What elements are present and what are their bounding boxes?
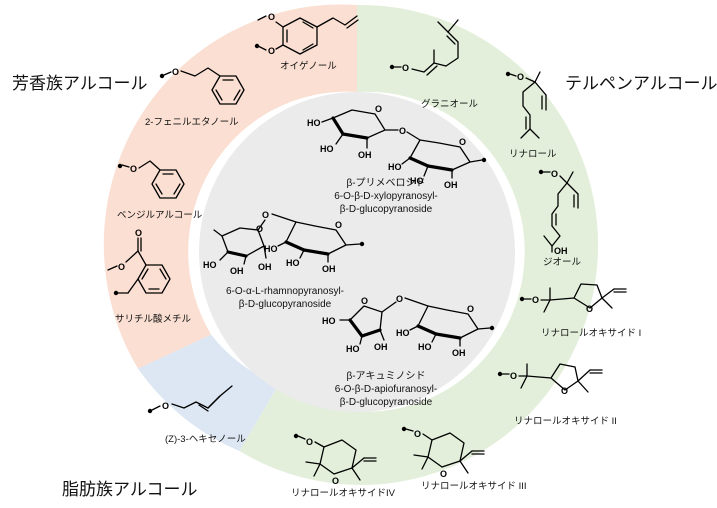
svg-text:OH: OH: [444, 180, 458, 190]
svg-text:O: O: [361, 296, 368, 306]
aliphatic-category-label: 脂肪族アルコール: [62, 480, 198, 499]
linalool-oxide-3-label: リナロールオキサイド III: [421, 481, 527, 492]
center-disc: [199, 92, 515, 412]
phenylethanol-label: 2-フェニルエタノール: [145, 117, 239, 128]
geraniol-structure: O: [389, 19, 459, 76]
benzyl-alcohol-structure: O: [117, 160, 185, 199]
methyl-salicylate-structure: O O: [107, 228, 171, 296]
eugenol-structure: O O: [254, 12, 359, 56]
aromatic-category-label: 芳香族アルコール: [12, 74, 148, 93]
svg-text:OH: OH: [230, 266, 244, 276]
svg-text:O: O: [396, 294, 403, 304]
svg-text:HO: HO: [322, 316, 336, 326]
svg-text:O: O: [256, 224, 263, 234]
acuminoside-line1: 6-O-β-D-apiofuranosyl-: [334, 384, 438, 395]
svg-text:O: O: [262, 210, 269, 220]
svg-text:O: O: [306, 437, 313, 447]
diol-structure: O OH: [538, 169, 579, 256]
svg-text:O: O: [467, 304, 474, 314]
svg-text:O: O: [335, 220, 342, 230]
svg-text:OH: OH: [322, 264, 336, 274]
linalool-label: リナロール: [509, 149, 557, 160]
svg-text:HO: HO: [307, 118, 321, 128]
diol-label: ジオール: [543, 257, 582, 268]
geraniol-label: グラニオール: [421, 99, 479, 110]
rutinoside-caption: 6-O-α-L-rhamnopyranosyl- β-D-glucopyrano…: [210, 285, 360, 311]
svg-text:OH: OH: [374, 342, 388, 352]
svg-text:HO: HO: [410, 176, 424, 186]
methyl-salicylate-label: サリチル酸メチル: [115, 314, 192, 325]
linalool-oxide-1-structure: O O: [519, 283, 627, 314]
svg-text:O: O: [332, 476, 339, 486]
linalool-oxide-4-label: リナロールオキサイドIV: [291, 488, 395, 499]
svg-text:OH: OH: [358, 150, 372, 160]
svg-text:O: O: [268, 46, 275, 56]
terpene-category-label: テルペンアルコール: [565, 74, 717, 93]
svg-text:OH: OH: [258, 262, 272, 272]
primeveroside-name: β-プリメベロシド: [346, 178, 426, 189]
svg-text:O: O: [162, 401, 169, 411]
linalool-oxide-2-label: リナロールオキサイド II: [514, 416, 617, 427]
svg-text:O: O: [118, 262, 125, 272]
linalool-oxide-1-label: リナロールオキサイド I: [541, 328, 642, 339]
svg-text:O: O: [517, 72, 524, 82]
svg-text:O: O: [268, 12, 275, 22]
acuminoside-caption: β-アキュミノシド 6-O-β-D-apiofuranosyl- β-D-glu…: [316, 370, 456, 409]
svg-text:O: O: [440, 469, 447, 479]
svg-text:HO: HO: [320, 144, 334, 154]
svg-text:HO: HO: [286, 258, 300, 268]
linalool-oxide-4-structure: O O: [293, 433, 377, 486]
aliphatic-sector: [138, 334, 279, 451]
phenylethanol-structure: O: [159, 67, 245, 105]
svg-text:HO: HO: [203, 260, 217, 270]
svg-text:O: O: [135, 228, 142, 238]
primeveroside-line2: β-D-glucopyranoside: [339, 204, 433, 215]
svg-text:O: O: [172, 67, 179, 77]
svg-text:HO: HO: [264, 244, 278, 254]
acuminoside-name: β-アキュミノシド: [346, 371, 426, 382]
linalool-oxide-3-structure: O O: [401, 426, 485, 479]
svg-text:O: O: [510, 371, 517, 381]
svg-text:HO: HO: [388, 162, 402, 172]
svg-text:HO: HO: [346, 344, 360, 354]
benzyl-alcohol-label: ベンジルアルコール: [117, 210, 203, 221]
rutinoside-line1: 6-O-α-L-rhamnopyranosyl-: [225, 286, 345, 297]
linalool-oxide-2-structure: O O: [497, 363, 603, 396]
svg-text:OH: OH: [554, 246, 568, 256]
terpene-sector: [239, 4, 599, 485]
hexenol-structure: O: [147, 385, 233, 414]
primeveroside-caption: β-プリメベロシド 6-O-β-D-xylopyranosyl- β-D-glu…: [316, 177, 456, 216]
svg-text:HO: HO: [418, 342, 432, 352]
svg-text:HO: HO: [396, 328, 410, 338]
svg-text:OH: OH: [452, 348, 466, 358]
hexenol-label: (Z)-3-ヘキセノール: [165, 434, 246, 445]
svg-text:O: O: [402, 63, 409, 73]
svg-text:O: O: [532, 295, 539, 305]
svg-text:O: O: [459, 137, 466, 147]
primeveroside-structure: O HO HO OH O O HO HO OH: [307, 104, 487, 190]
primeveroside-line1: 6-O-β-D-xylopyranosyl-: [334, 191, 438, 202]
svg-text:O: O: [399, 126, 406, 136]
eugenol-label: オイゲノール: [280, 61, 337, 72]
acuminoside-line2: β-D-glucopyranoside: [339, 397, 433, 408]
svg-text:O: O: [551, 169, 558, 179]
rutinoside-line2: β-D-glucopyranoside: [238, 299, 332, 310]
linalool-structure: O: [505, 71, 547, 139]
rutinoside-structure: O HO OH OH O O HO HO OH: [203, 210, 365, 276]
svg-text:O: O: [375, 104, 382, 114]
svg-text:O: O: [414, 429, 421, 439]
svg-text:O: O: [130, 164, 137, 174]
acuminoside-structure: O HO HO OH O O HO HO OH: [322, 294, 495, 358]
svg-text:O: O: [586, 304, 593, 314]
svg-text:O: O: [561, 386, 568, 396]
aromatic-sector: [103, 4, 357, 369]
